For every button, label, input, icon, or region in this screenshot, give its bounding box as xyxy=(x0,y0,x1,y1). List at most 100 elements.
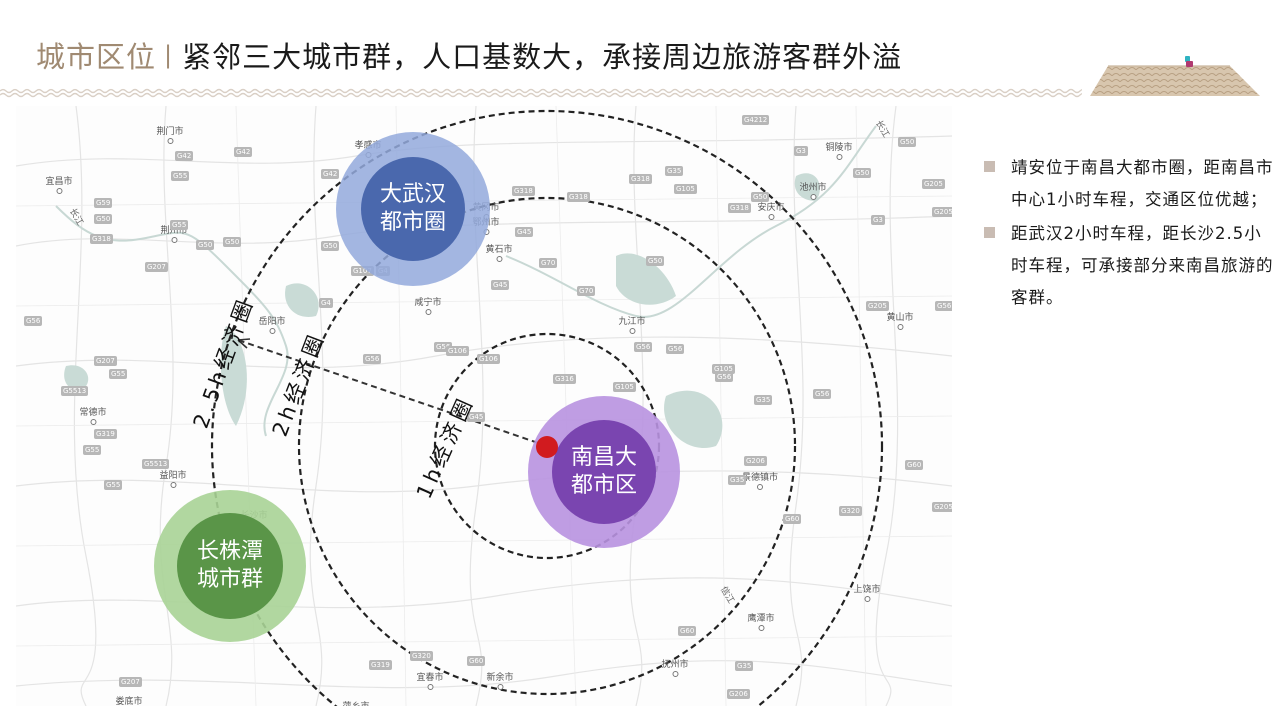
key-points: 靖安位于南昌大都市圈，距南昌市中心1小时车程，交通区位优越； 距武汉2小时车程，… xyxy=(984,152,1274,316)
highway-shield: G56 xyxy=(813,389,832,399)
roof-tiles-decoration xyxy=(1090,56,1260,96)
origin-marker-jing-an xyxy=(536,436,558,458)
highway-shield: G318 xyxy=(90,234,113,244)
highway-shield: G320 xyxy=(410,651,433,661)
highway-shield: G206 xyxy=(744,456,767,466)
highway-shield: G106 xyxy=(446,346,469,356)
title-section: 城市区位 xyxy=(36,40,157,74)
city-label: 铜陵市 xyxy=(825,140,852,160)
city-label: 荆州市 xyxy=(160,223,187,243)
square-bullet-icon xyxy=(984,227,995,238)
highway-shield: G60 xyxy=(467,656,486,666)
highway-shield: G50 xyxy=(751,192,770,202)
highway-shield: G55 xyxy=(104,480,123,490)
cluster-nanchang-label-line2: 都市区 xyxy=(570,473,637,498)
city-label: 岳阳市 xyxy=(258,314,285,334)
highway-shield: G50 xyxy=(898,137,917,147)
city-label: 上饶市 xyxy=(853,582,880,602)
highway-shield: G319 xyxy=(369,660,392,670)
cluster-nanchang-label-line1: 南昌大 xyxy=(570,445,637,470)
region-map: 荆门市宜昌市荆州市孝感市黄冈市鄂州市黄石市咸宁市九江市安庆市池州市铜陵市黄山市景… xyxy=(16,106,952,706)
city-label: 娄底市 xyxy=(115,694,142,706)
highway-shield: G56 xyxy=(634,342,653,352)
wave-divider xyxy=(0,88,1082,98)
highway-shield: G207 xyxy=(94,356,117,366)
cluster-wuhan-label-line2: 都市圈 xyxy=(379,210,446,235)
cluster-changzhutan: 长株潭 城市群 xyxy=(154,490,306,642)
cluster-wuhan-label-line1: 大武汉 xyxy=(379,182,446,207)
highway-shield: G42 xyxy=(175,151,194,161)
city-label: 咸宁市 xyxy=(414,295,441,315)
city-label: 常德市 xyxy=(79,405,106,425)
highway-shield: G3 xyxy=(871,215,885,225)
highway-shield: G45 xyxy=(515,227,534,237)
highway-shield: G50 xyxy=(321,241,340,251)
highway-shield: G42 xyxy=(321,169,340,179)
highway-shield: G35 xyxy=(665,166,684,176)
key-point-item: 靖安位于南昌大都市圈，距南昌市中心1小时车程，交通区位优越； xyxy=(984,152,1274,216)
highway-shield: G319 xyxy=(94,429,117,439)
highway-shield: G207 xyxy=(145,262,168,272)
highway-shield: G318 xyxy=(567,192,590,202)
city-label: 宜春市 xyxy=(416,670,443,690)
highway-shield: G105 xyxy=(674,184,697,194)
city-label: 宜昌市 xyxy=(45,174,72,194)
highway-shield: G60 xyxy=(905,460,924,470)
highway-shield: G320 xyxy=(839,506,862,516)
highway-shield: G70 xyxy=(539,258,558,268)
highway-shield: G5513 xyxy=(61,386,89,396)
highway-shield: G45 xyxy=(467,412,486,422)
highway-shield: G56 xyxy=(715,372,734,382)
highway-shield: G50 xyxy=(94,214,113,224)
city-label: 黄山市 xyxy=(886,310,913,330)
highway-shield: G3 xyxy=(794,146,808,156)
title-headline: 紧邻三大城市群，人口基数大，承接周边旅游客群外溢 xyxy=(182,40,903,74)
highway-shield: G318 xyxy=(728,203,751,213)
highway-shield: G318 xyxy=(629,174,652,184)
highway-shield: G316 xyxy=(553,374,576,384)
city-label: 九江市 xyxy=(618,314,645,334)
highway-shield: G50 xyxy=(223,237,242,247)
highway-shield: G106 xyxy=(477,354,500,364)
city-label: 景德镇市 xyxy=(742,470,778,490)
title-separator: | xyxy=(164,41,173,69)
highway-shield: G42 xyxy=(234,147,253,157)
cluster-wuhan-core: 大武汉 都市圈 xyxy=(361,157,465,261)
square-bullet-icon xyxy=(984,161,995,172)
highway-shield: G206 xyxy=(727,689,750,699)
key-point-text: 靖安位于南昌大都市圈，距南昌市中心1小时车程，交通区位优越； xyxy=(1011,158,1274,209)
highway-shield: G56 xyxy=(24,316,43,326)
highway-shield: G4 xyxy=(319,298,333,308)
highway-shield: G56 xyxy=(935,301,952,311)
highway-shield: G60 xyxy=(783,514,802,524)
city-label: 抚州市 xyxy=(661,657,688,677)
highway-shield: G70 xyxy=(577,286,596,296)
highway-shield: G55 xyxy=(171,171,190,181)
city-label: 益阳市 xyxy=(159,468,186,488)
cluster-changzhutan-label-line2: 城市群 xyxy=(196,567,263,592)
highway-shield: G55 xyxy=(170,220,189,230)
cluster-nanchang-core: 南昌大 都市区 xyxy=(552,420,656,524)
city-label: 黄石市 xyxy=(485,242,512,262)
city-label: 新余市 xyxy=(486,670,513,690)
city-label: 萍乡市 xyxy=(342,699,369,706)
highway-shield: G56 xyxy=(363,354,382,364)
highway-shield: G105 xyxy=(613,382,636,392)
cluster-changzhutan-label-line1: 长株潭 xyxy=(196,539,263,564)
highway-shield: G55 xyxy=(83,445,102,455)
highway-shield: G35 xyxy=(754,395,773,405)
cluster-changzhutan-core: 长株潭 城市群 xyxy=(177,513,283,619)
highway-shield: G105 xyxy=(712,364,735,374)
key-point-text: 距武汉2小时车程，距长沙2.5小时车程，可承接部分来南昌旅游的客群。 xyxy=(1011,224,1274,307)
city-label: 安庆市 xyxy=(757,200,784,220)
city-label: 鹰潭市 xyxy=(747,611,774,631)
highway-shield: G56 xyxy=(666,344,685,354)
highway-shield: G45 xyxy=(491,280,510,290)
highway-shield: G55 xyxy=(109,369,128,379)
highway-shield: G35 xyxy=(735,661,754,671)
key-point-item: 距武汉2小时车程，距长沙2.5小时车程，可承接部分来南昌旅游的客群。 xyxy=(984,218,1274,314)
highway-shield: G107 xyxy=(351,266,374,276)
highway-shield: G59 xyxy=(94,198,113,208)
highway-shield: G318 xyxy=(512,186,535,196)
